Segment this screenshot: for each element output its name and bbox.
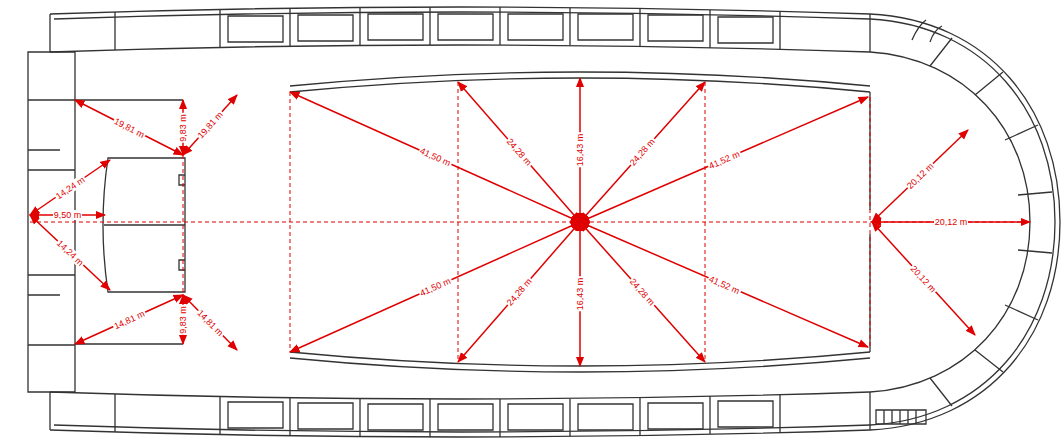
dimension-label: 14,81 m [194,307,225,339]
dimension-label: 14,24 m [53,174,87,202]
dimension-label: 24,28 m [504,276,534,309]
dimension-label: 19,81 m [195,109,226,141]
dimension-label: 9,83 m [178,113,188,143]
dimension-label: 20,12 m [934,217,969,227]
dimension-label: 24,28 m [627,276,657,308]
dimension-label: 20,12 m [908,262,939,294]
dimension-label: 24,28 m [504,136,534,169]
dimension-label: 41,52 m [706,273,742,296]
dimension-label: 16,43 m [575,277,585,312]
dimension-label: 19,81 m [111,115,146,140]
dimension-label: 16,43 m [575,133,585,168]
dimension-label: 41,50 m [417,145,453,168]
dimension-label: 14,81 m [111,308,147,331]
dimension-label: 41,50 m [417,275,453,298]
dimension-label: 14,24 m [54,237,86,268]
dimension-label: 9,50 m [53,210,83,220]
dimension-label: 41,52 m [706,148,742,171]
dimension-label: 20,12 m [904,160,936,191]
dimension-label: 24,28 m [627,136,657,168]
dimension-label: 9,83 m [178,305,188,335]
